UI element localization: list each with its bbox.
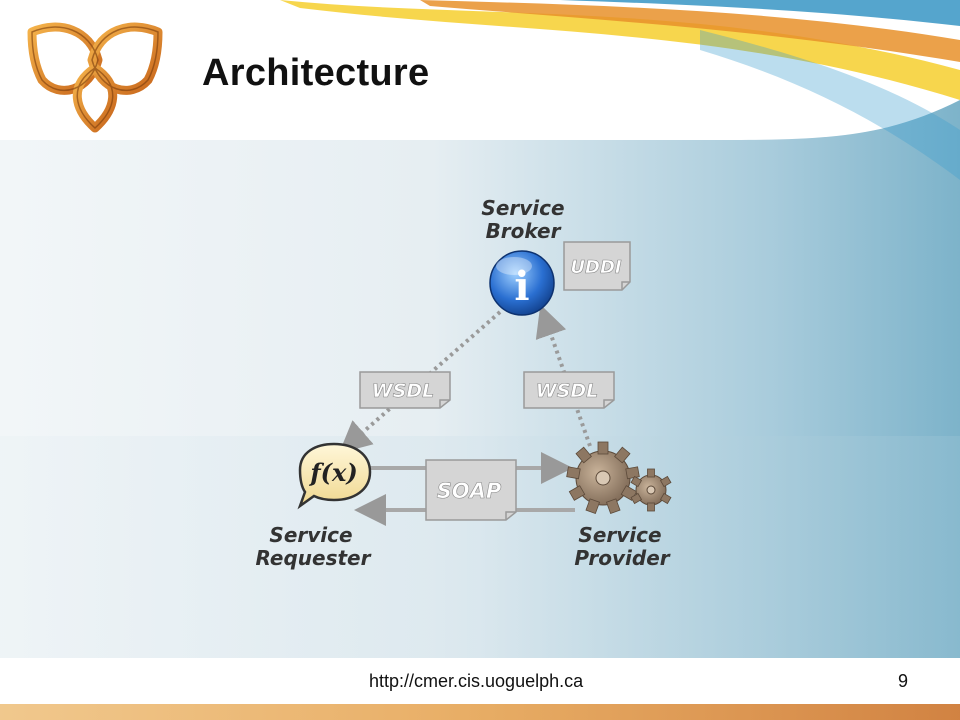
provider-label-line2: Provider bbox=[574, 546, 670, 570]
svg-text:WSDL: WSDL bbox=[536, 380, 599, 402]
function-bubble-icon: f(x) bbox=[297, 442, 372, 510]
soap-document: SOAP bbox=[425, 459, 517, 521]
broker-label-line2: Broker bbox=[486, 219, 562, 243]
page-number: 9 bbox=[898, 671, 909, 691]
svg-text:f(x): f(x) bbox=[308, 458, 357, 487]
wsdl-document-right: WSDL bbox=[523, 371, 615, 409]
svg-text:UDDI: UDDI bbox=[570, 257, 621, 278]
info-icon: i bbox=[489, 250, 555, 316]
wsdl-document-left: WSDL bbox=[359, 371, 451, 409]
provider-label-line1: Service bbox=[578, 523, 661, 547]
slide-title: Architecture bbox=[202, 52, 430, 94]
svg-text:WSDL: WSDL bbox=[372, 380, 435, 402]
uddi-document: UDDI bbox=[563, 241, 631, 291]
requester-label-line2: Requester bbox=[256, 546, 372, 570]
svg-text:SOAP: SOAP bbox=[437, 479, 502, 503]
architecture-diagram: Service Broker i UDDI WSDL WSDL bbox=[256, 196, 672, 570]
svg-text:i: i bbox=[514, 263, 529, 310]
university-logo bbox=[27, 22, 163, 133]
gears-icon bbox=[566, 441, 672, 515]
broker-label-line1: Service bbox=[481, 196, 564, 220]
footer-bar bbox=[0, 658, 960, 704]
requester-label-line1: Service bbox=[269, 523, 352, 547]
footer-url: http://cmer.cis.uoguelph.ca bbox=[369, 671, 584, 691]
